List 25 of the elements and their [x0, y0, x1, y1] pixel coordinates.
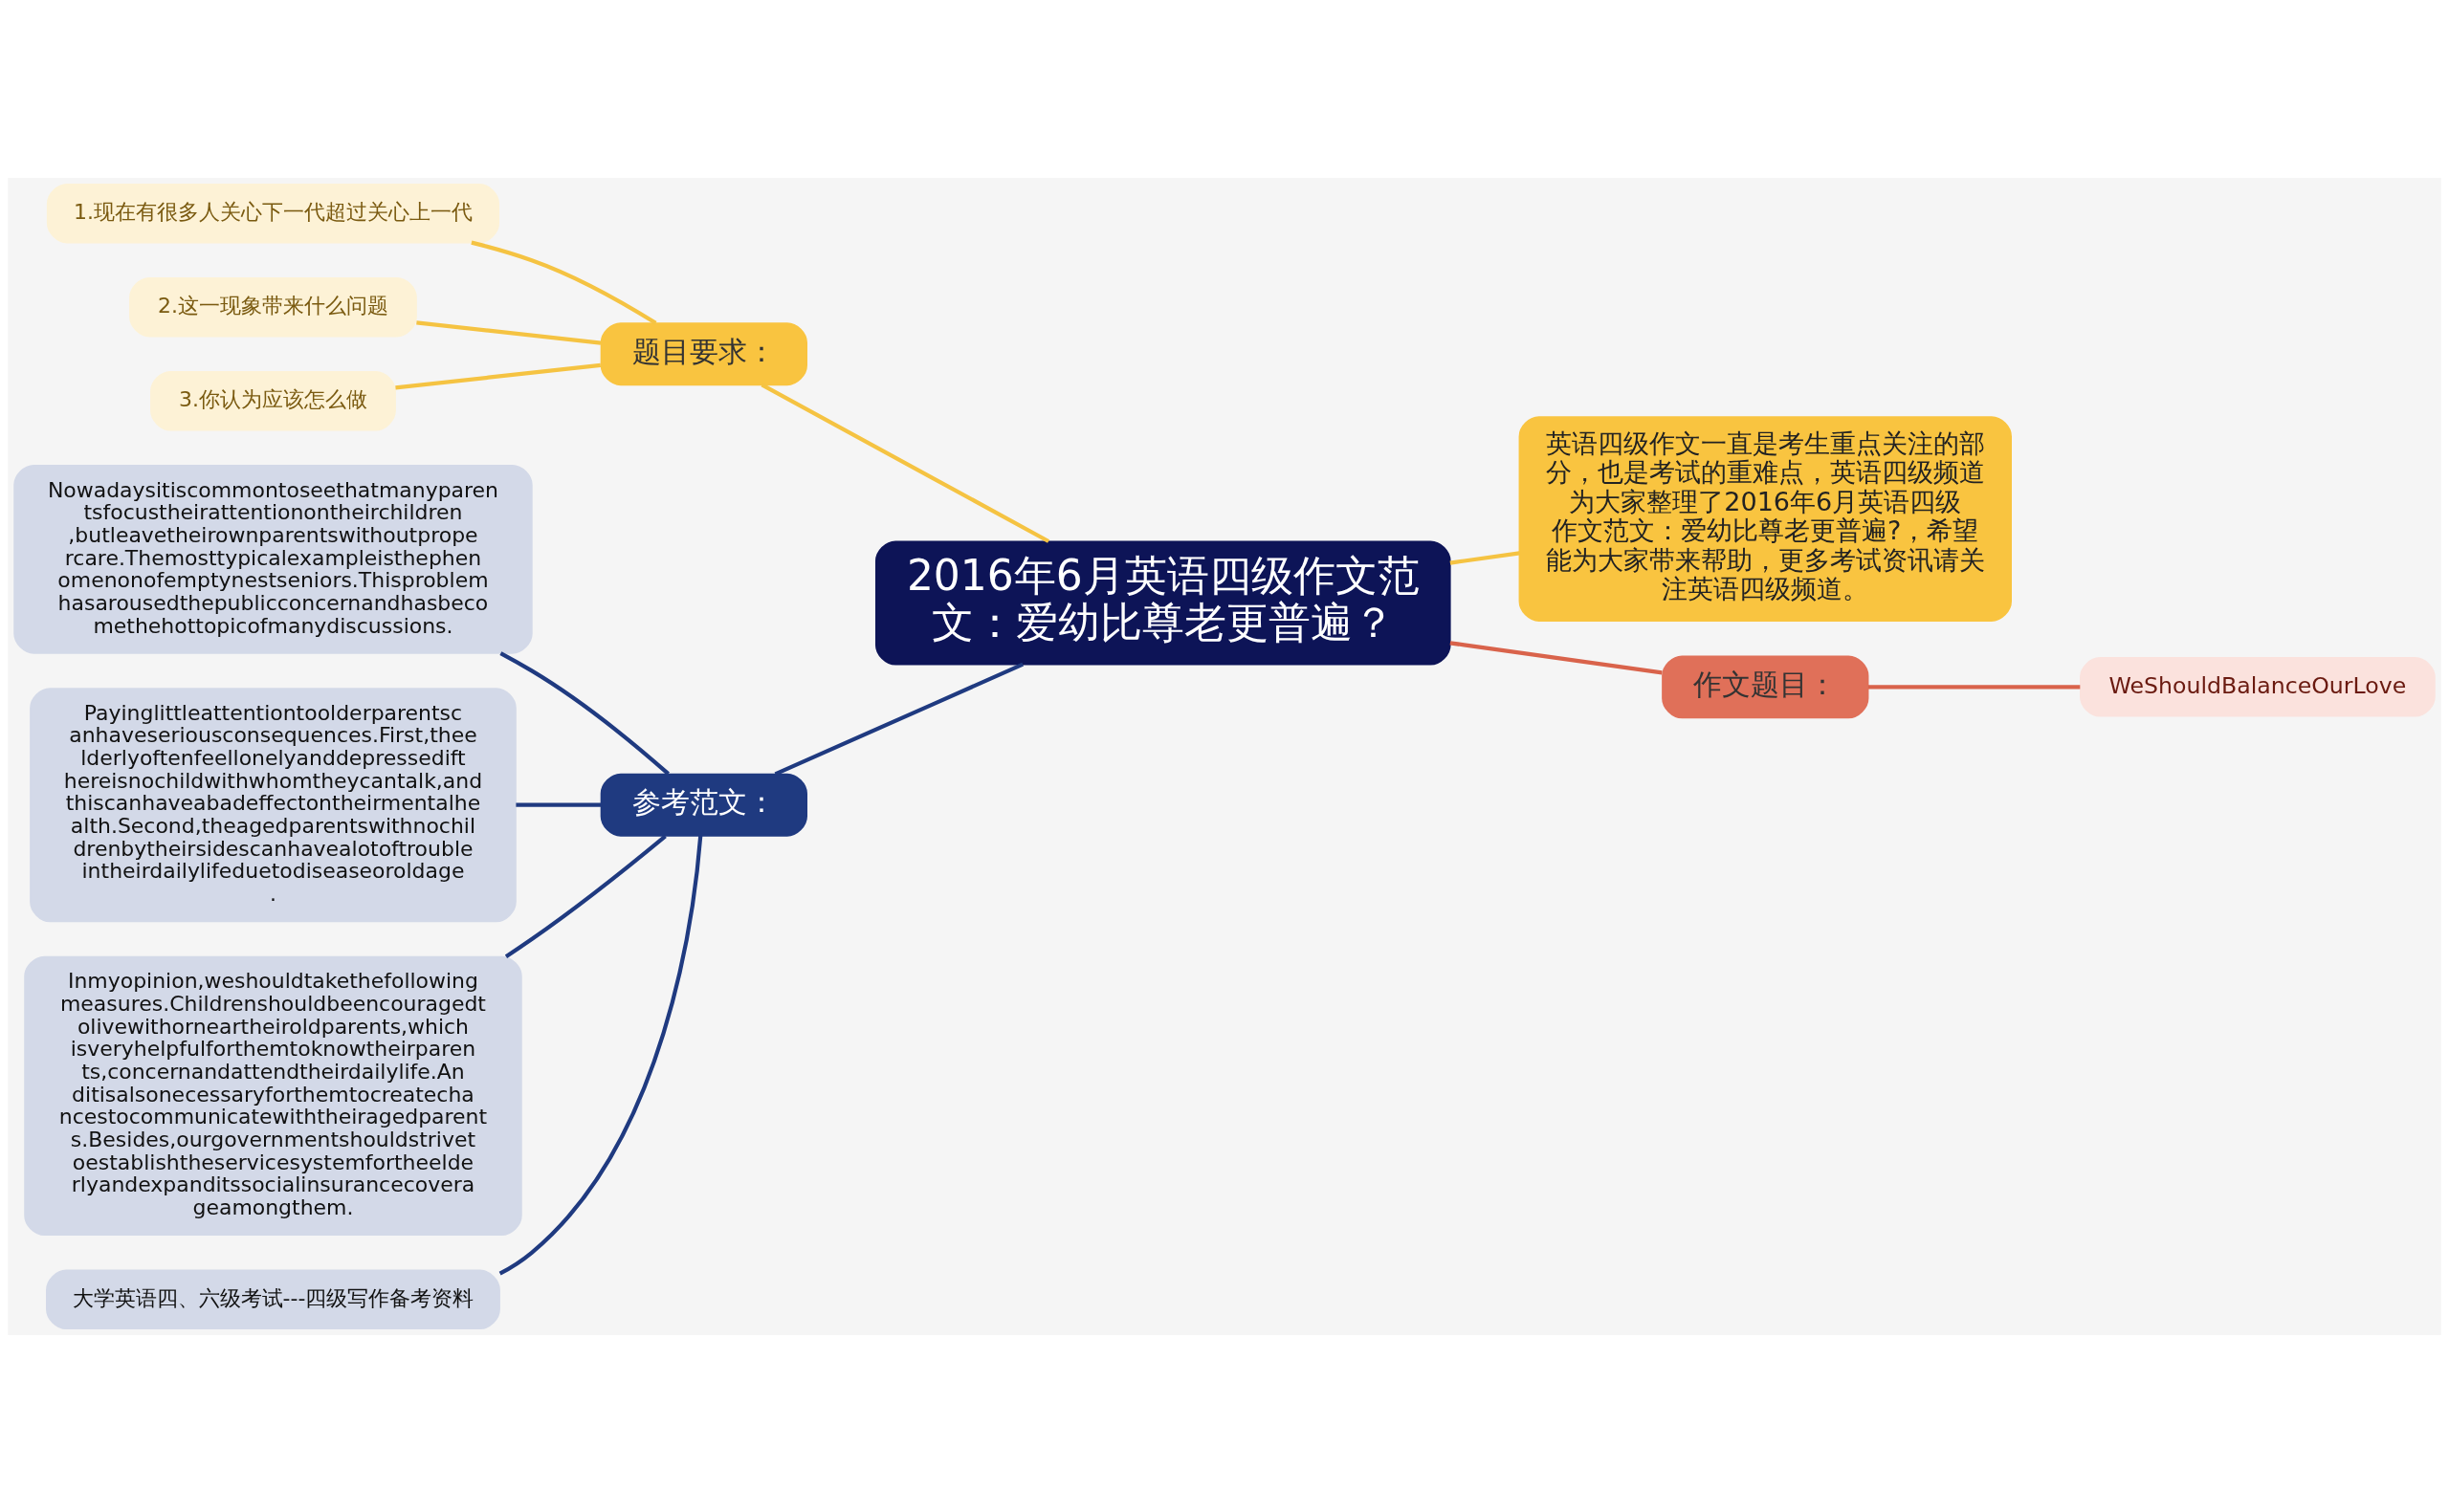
node-box: 2.这一现象带来什么问题 [129, 276, 417, 337]
node-box: 参考范文： [600, 773, 807, 837]
node-box: 1.现在有很多人关心下一代超过关心上一代 [46, 183, 500, 243]
connector [1449, 640, 1663, 674]
node-box: 2016年6月英语四级作文范文：爱幼比尊老更普遍？ [874, 539, 1451, 665]
connector [516, 802, 602, 807]
node-box: Inmyopinion,weshouldtakethefollowingmeasures.Childrenshouldbeencouragedtolivewithorneartheiroldparents,whichisveryhelpfulforthemtoknowtheirparents,concernandattendtheirdailylife.Anditisalsonecessaryforthemtocreatechancestocommunicatewiththeiragedparents.Besides,ourgovernmentshouldstrivetoestablishtheservicesystemfortheelderlyandexpanditssocialinsurancecoverageamongthem. [24, 955, 522, 1236]
connector [395, 362, 602, 389]
connector [499, 650, 670, 776]
node-box: Payinglittleattentiontoolderparentscanhaveseriousconsequences.First,theelderlyoftenfeellonelyanddepressedifthereisnochildwithwhomtheycantalk,andthiscanhaveabadeffectontheirmentalhealth.Second,theagedparentswithnochildrenbytheirsidescanhavealotoftroubleintheirdailylifeduetodiseaseoroldage. [30, 687, 517, 922]
node-box: 大学英语四、六级考试---四级写作备考资料 [46, 1269, 500, 1329]
node-box: 3.你认为应该怎么做 [150, 370, 396, 430]
connector [1867, 684, 2081, 689]
connector [774, 662, 1025, 776]
connector [471, 240, 657, 325]
node-box: 英语四级作文一直是考生重点关注的部分，也是考试的重难点，英语四级频道为大家整理了2016年6月英语四级作文范文：爱幼比尊老更普遍?，希望能为大家带来帮助，更多考试资讯请关注英语四级频道。 [1518, 415, 2012, 622]
connector [504, 834, 667, 958]
connector [1449, 550, 1520, 565]
connector [761, 383, 1050, 543]
node-box: 作文题目： [1662, 654, 1869, 718]
connector [498, 835, 703, 1275]
node-box: WeShouldBalanceOurLove [2080, 656, 2436, 717]
node-box: Nowadaysitiscommontoseethatmanyparentsfocustheirattentionontheirchildren,butleavetheirownparentswithoutpropercare.Themosttypicalexampleisthephenomenonofemptynestseniors.Thisproblemhasarousedthepublicconcernandhasbecomethehottopicofmanydiscussions. [13, 464, 533, 654]
connector [416, 319, 602, 345]
node-box: 题目要求： [600, 321, 807, 385]
